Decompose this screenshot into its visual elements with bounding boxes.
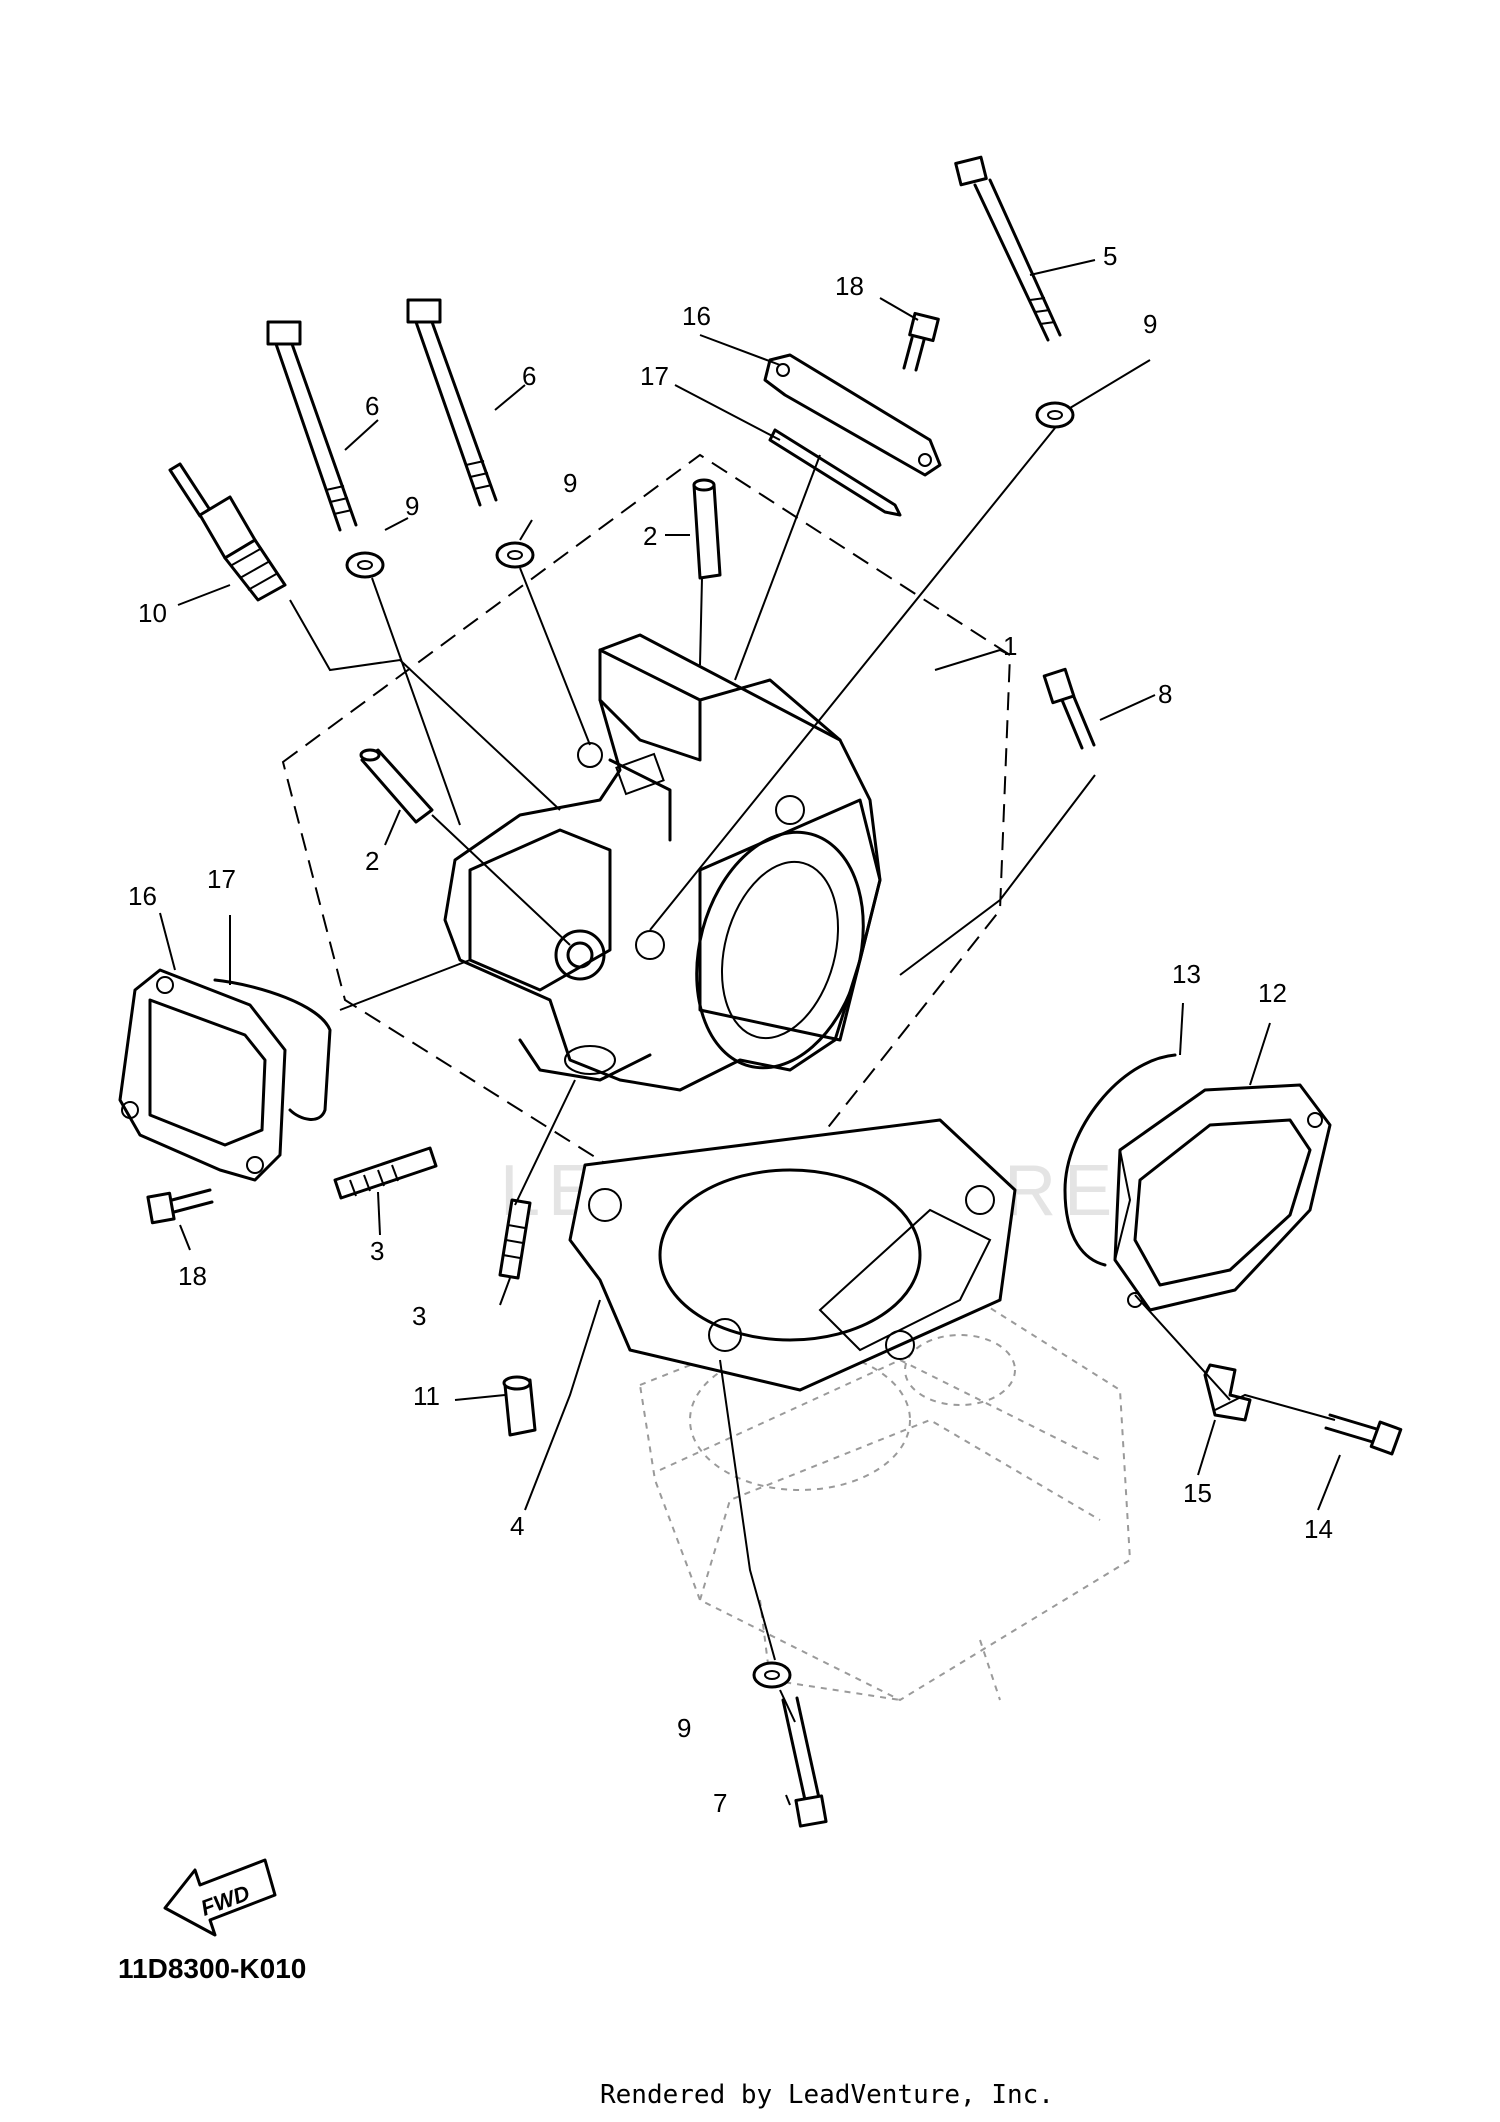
callout-4: 4 [510, 1511, 524, 1541]
callout-17: 17 [640, 361, 669, 391]
washer-9-b [495, 541, 535, 569]
fwd-arrow-icon: FWD [163, 1858, 277, 1937]
diagram-code: 11D8300-K010 [118, 1953, 307, 1984]
callout-10: 10 [138, 598, 167, 628]
callout-16: 16 [128, 881, 157, 911]
o-ring-right [1063, 1053, 1177, 1267]
cylinder-head [443, 633, 882, 1092]
callout-18: 18 [178, 1261, 207, 1291]
screw-18-top [902, 311, 940, 372]
callout-3: 3 [412, 1301, 426, 1331]
bolt-8 [1042, 667, 1096, 750]
head-gasket [568, 1118, 1017, 1392]
valve-cover-top [763, 353, 942, 477]
callout-13: 13 [1172, 959, 1201, 989]
callout-16: 16 [682, 301, 711, 331]
bolt-6-right [406, 298, 498, 507]
callout-9: 9 [1143, 309, 1157, 339]
callout-7: 7 [713, 1788, 727, 1818]
washer-9-a [345, 551, 385, 579]
callout-17: 17 [207, 864, 236, 894]
callout-5: 5 [1103, 241, 1117, 271]
bolt-14 [1324, 1413, 1403, 1456]
callout-2: 2 [365, 846, 379, 876]
valve-cover-left [118, 968, 287, 1182]
callout-11: 11 [413, 1381, 440, 1411]
callout-labels: 1 2 2 3 3 4 5 6 6 7 8 9 9 9 9 10 11 12 1… [128, 241, 1333, 1818]
bolt-6-left [266, 320, 358, 532]
callout-15: 15 [1183, 1478, 1212, 1508]
callout-9: 9 [405, 491, 419, 521]
assembly-outline [281, 453, 1012, 1247]
o-ring-left [213, 978, 332, 1121]
callout-9: 9 [677, 1713, 691, 1743]
washer-9-d [752, 1661, 792, 1689]
guide-2-left [359, 748, 434, 824]
dowel-11 [502, 1375, 537, 1437]
cover-right [1113, 1083, 1332, 1312]
spark-plug [168, 462, 287, 602]
render-credit: Rendered by LeadVenture, Inc. [600, 2080, 1054, 2110]
bolt-7 [781, 1696, 828, 1828]
callout-3: 3 [370, 1236, 384, 1266]
callout-6: 6 [522, 361, 536, 391]
washer-9-c [1035, 401, 1075, 429]
callout-18: 18 [835, 271, 864, 301]
stud-3-upper [333, 1146, 438, 1200]
callout-2: 2 [643, 521, 657, 551]
callout-1: 1 [1003, 631, 1017, 661]
leader-lines [159, 259, 1341, 1806]
callout-8: 8 [1158, 679, 1172, 709]
stud-3-lower [498, 1198, 532, 1280]
bolt-5 [954, 155, 1062, 342]
screw-18-left [146, 1188, 214, 1225]
callout-6: 6 [365, 391, 379, 421]
callout-9: 9 [563, 468, 577, 498]
callout-12: 12 [1258, 978, 1287, 1008]
o-ring-top [768, 428, 902, 517]
clamp-bracket [1203, 1363, 1252, 1422]
guide-2-top [692, 478, 722, 580]
callout-14: 14 [1304, 1514, 1333, 1544]
